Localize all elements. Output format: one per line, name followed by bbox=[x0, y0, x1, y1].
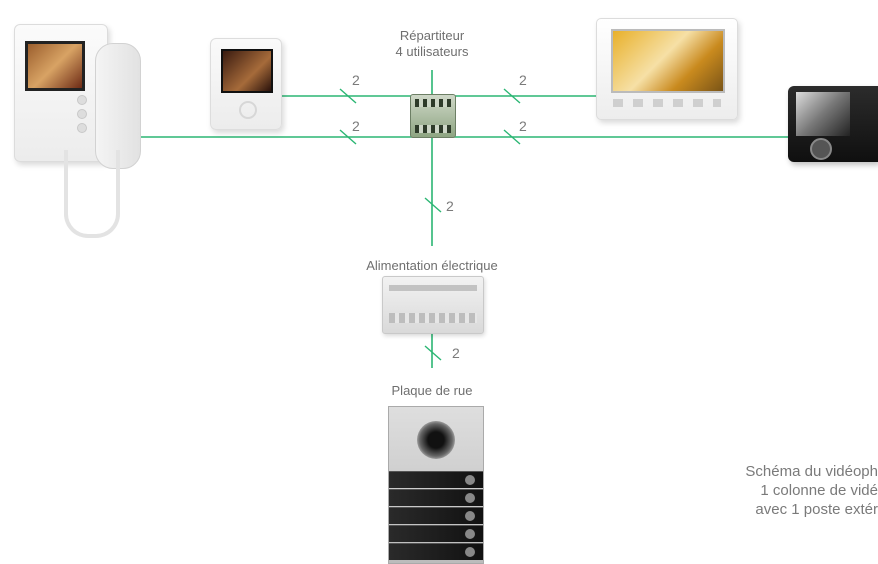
caption-line1: Schéma du vidéoph bbox=[745, 463, 878, 480]
handset-button bbox=[77, 123, 87, 133]
door-panel-button bbox=[389, 471, 483, 488]
wire-count-left-lower: 2 bbox=[352, 118, 360, 134]
caption-line3: avec 1 poste extér bbox=[755, 501, 878, 518]
power-supply-stripe bbox=[389, 285, 477, 291]
small-monitor-knob bbox=[239, 101, 257, 119]
door-panel-camera bbox=[417, 421, 455, 459]
distributor-terminals bbox=[415, 125, 451, 133]
wire-count-right-upper: 2 bbox=[519, 72, 527, 88]
black-monitor-icon bbox=[788, 86, 878, 162]
handset-button bbox=[77, 95, 87, 105]
small-monitor-screen bbox=[221, 49, 273, 93]
handset-screen bbox=[25, 41, 85, 91]
door-panel-button bbox=[389, 507, 483, 524]
wide-monitor-keys bbox=[613, 99, 721, 107]
tick-right-upper bbox=[503, 88, 521, 104]
handset-receiver bbox=[95, 43, 141, 169]
wire-count-right-lower: 2 bbox=[519, 118, 527, 134]
tick-left-lower bbox=[339, 129, 357, 145]
small-monitor-icon bbox=[210, 38, 282, 130]
black-monitor-screen bbox=[796, 92, 850, 136]
handset-button bbox=[77, 109, 87, 119]
wide-monitor-icon bbox=[596, 18, 738, 120]
wire-count-panel: 2 bbox=[452, 345, 460, 361]
wire-count-left-upper: 2 bbox=[352, 72, 360, 88]
tick-panel bbox=[424, 345, 442, 361]
tick-right-lower bbox=[503, 129, 521, 145]
diagram-caption: Schéma du vidéoph 1 colonne de vidé avec… bbox=[745, 462, 878, 519]
door-panel-button bbox=[389, 525, 483, 542]
distributor-module-icon bbox=[410, 94, 456, 138]
handset-cord bbox=[64, 150, 120, 238]
door-panel-label: Plaque de rue bbox=[391, 383, 473, 398]
distributor-label: Répartiteur 4 utilisateurs bbox=[372, 28, 492, 60]
door-panel-button bbox=[389, 543, 483, 560]
distributor-label-line1: Répartiteur bbox=[399, 28, 465, 43]
black-monitor-knob bbox=[810, 138, 832, 160]
power-supply-label: Alimentation électrique bbox=[366, 258, 498, 273]
door-panel-icon bbox=[388, 406, 484, 564]
tick-left-upper bbox=[339, 88, 357, 104]
distributor-label-line2: 4 utilisateurs bbox=[395, 44, 469, 59]
tick-power bbox=[424, 197, 442, 213]
distributor-terminals bbox=[415, 99, 451, 107]
caption-line2: 1 colonne de vidé bbox=[760, 482, 878, 499]
wide-monitor-screen bbox=[611, 29, 725, 93]
door-panel-button bbox=[389, 489, 483, 506]
wire-count-power: 2 bbox=[446, 198, 454, 214]
handset-monitor-icon bbox=[14, 24, 141, 169]
power-supply-icon bbox=[382, 276, 484, 334]
power-supply-terminals bbox=[389, 313, 477, 323]
